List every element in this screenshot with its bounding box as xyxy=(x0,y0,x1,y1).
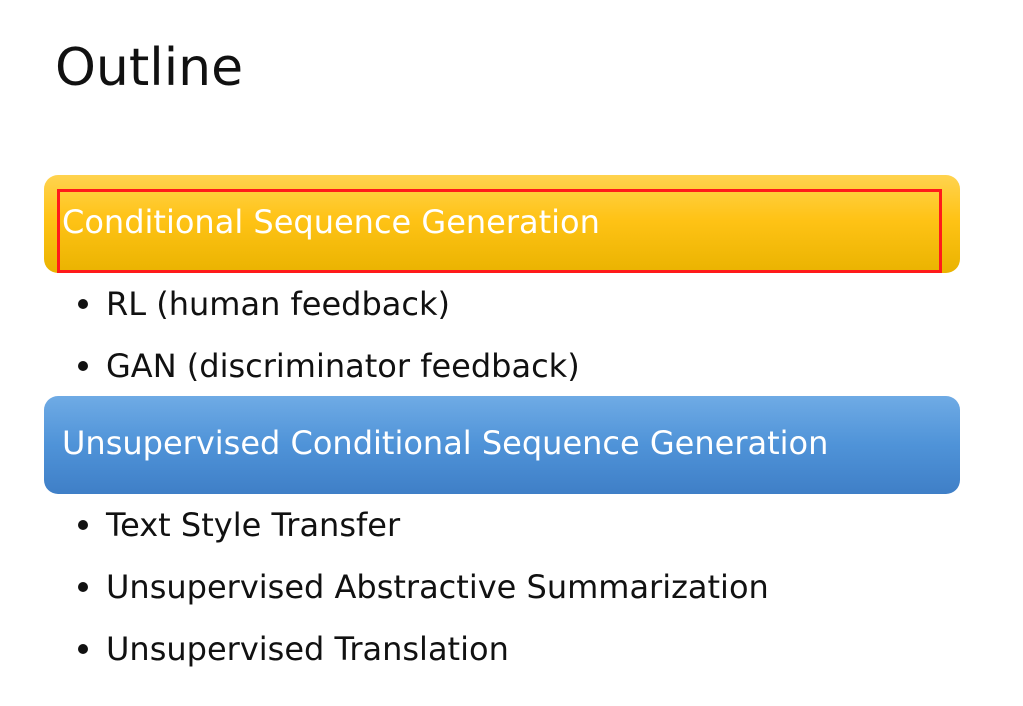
bullet-icon xyxy=(78,361,88,371)
list-item: Unsupervised Translation xyxy=(78,618,769,680)
list-item-text: Text Style Transfer xyxy=(106,506,401,544)
list-item: GAN (discriminator feedback) xyxy=(78,335,580,397)
slide-title: Outline xyxy=(55,38,244,98)
bullet-icon xyxy=(78,520,88,530)
bullet-icon xyxy=(78,644,88,654)
section-heading: Conditional Sequence Generation xyxy=(62,203,600,241)
section-heading: Unsupervised Conditional Sequence Genera… xyxy=(62,424,829,462)
list-item: Text Style Transfer xyxy=(78,494,769,556)
bullet-list-unsupervised: Text Style Transfer Unsupervised Abstrac… xyxy=(78,494,769,680)
list-item: RL (human feedback) xyxy=(78,273,580,335)
list-item-text: GAN (discriminator feedback) xyxy=(106,347,580,385)
bullet-list-conditional: RL (human feedback) GAN (discriminator f… xyxy=(78,273,580,397)
section-box-unsupervised: Unsupervised Conditional Sequence Genera… xyxy=(44,396,960,494)
list-item: Unsupervised Abstractive Summarization xyxy=(78,556,769,618)
list-item-text: Unsupervised Translation xyxy=(106,630,509,668)
list-item-text: Unsupervised Abstractive Summarization xyxy=(106,568,769,606)
highlight-rectangle xyxy=(57,189,942,273)
list-item-text: RL (human feedback) xyxy=(106,285,450,323)
bullet-icon xyxy=(78,299,88,309)
bullet-icon xyxy=(78,582,88,592)
